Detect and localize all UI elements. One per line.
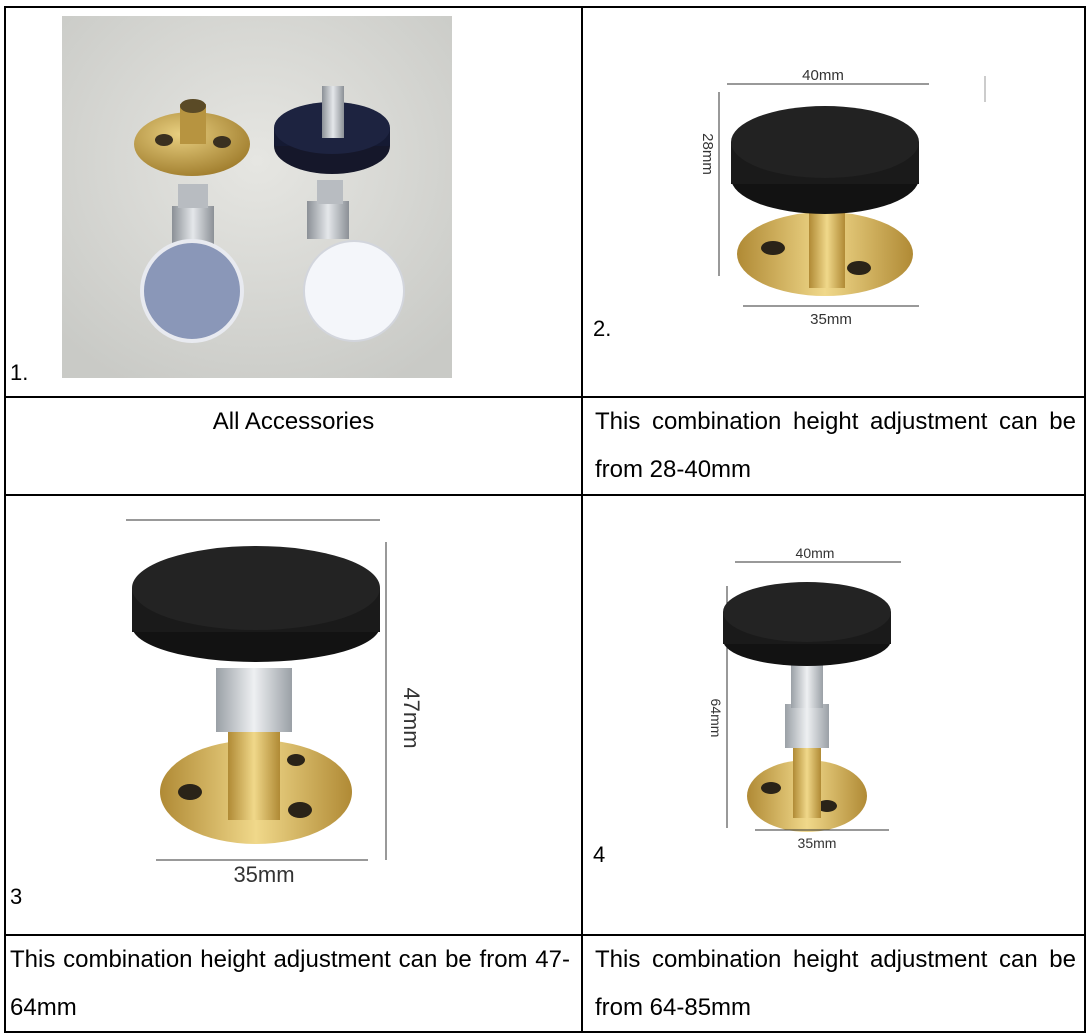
table-border-row2 bbox=[4, 494, 1086, 496]
caption-combination-2: This combination height adjustment can b… bbox=[595, 408, 1076, 483]
dim-bottom-label: 35mm bbox=[810, 311, 852, 328]
dim-side-label: 28mm bbox=[699, 133, 716, 175]
felt-pad-part bbox=[142, 241, 242, 341]
leveling-foot-image: 40mm 64mm 35mm bbox=[708, 545, 901, 851]
cell-combination-2: 40mm 28mm 35mm 2. bbox=[583, 8, 1084, 396]
hex-nut-part bbox=[172, 206, 214, 244]
cell-number: 3 bbox=[10, 884, 23, 909]
table-border-left bbox=[4, 6, 6, 1033]
table-border-row3 bbox=[4, 934, 1086, 936]
cell-number: 1. bbox=[10, 360, 29, 385]
cell-combination-3: 47mm 35mm 3 bbox=[6, 496, 581, 934]
cell-combination-4: 40mm 64mm 35mm 4 bbox=[583, 496, 1084, 934]
caption-combination-4: This combination height adjustment can b… bbox=[595, 946, 1076, 1021]
table-border-bottom bbox=[4, 1031, 1086, 1033]
table-border-row1 bbox=[4, 396, 1086, 398]
table-border-mid bbox=[581, 6, 583, 1033]
accessories-photo bbox=[62, 16, 452, 378]
leveling-foot-image: 40mm 28mm 35mm bbox=[699, 67, 986, 328]
dim-bottom-label: 35mm bbox=[233, 862, 294, 887]
dim-bottom-label: 35mm bbox=[798, 835, 837, 851]
cell-number: 2. bbox=[593, 316, 612, 341]
dim-top-label: 40mm bbox=[802, 67, 844, 84]
dim-side-label: 47mm bbox=[399, 687, 424, 748]
caption-accessories: All Accessories bbox=[212, 408, 375, 435]
table-border-right bbox=[1084, 6, 1086, 1033]
leveling-foot-image: 47mm 35mm bbox=[126, 519, 424, 887]
caption-combination-3: This combination height adjustment can b… bbox=[10, 946, 570, 1021]
cell-accessories-photo: 1. bbox=[6, 8, 581, 396]
cell-number: 4 bbox=[593, 842, 606, 867]
dim-top-label: 40mm bbox=[796, 545, 835, 561]
table-border-top bbox=[4, 6, 1086, 8]
dim-side-label: 64mm bbox=[708, 699, 724, 738]
adhesive-pad-part bbox=[304, 241, 404, 341]
